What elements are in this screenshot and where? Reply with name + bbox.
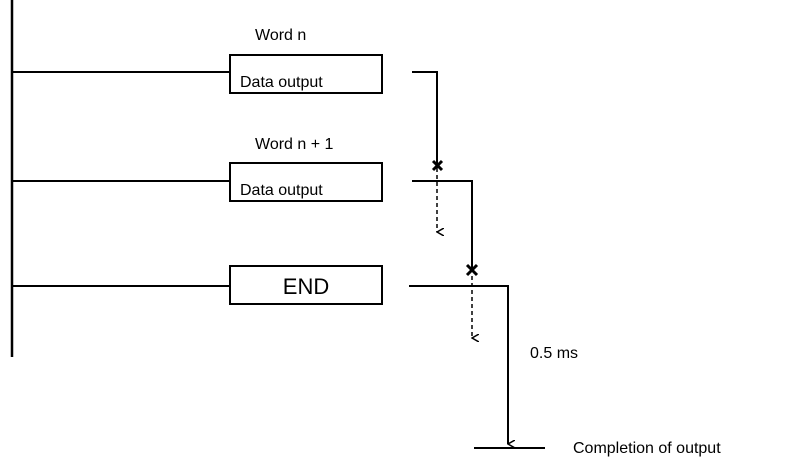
- completion-label: Completion of output: [573, 440, 721, 457]
- data-output-box-1: [229, 54, 383, 94]
- data-output-label-2: Data output: [240, 182, 323, 199]
- data-output-label-1: Data output: [240, 74, 323, 91]
- output-path-1: [412, 71, 438, 168]
- end-box: [229, 265, 383, 305]
- end-label: END: [283, 274, 329, 299]
- output-path-2: [412, 180, 473, 270]
- end-output-path: [409, 285, 508, 444]
- data-output-box-2: [229, 162, 383, 202]
- word-n-plus-1-label: Word n + 1: [255, 136, 334, 153]
- cut-mark-2: [465, 263, 479, 277]
- cut-mark-1: [431, 159, 444, 172]
- word-n-label: Word n: [255, 27, 306, 44]
- time-label: 0.5 ms: [530, 345, 578, 362]
